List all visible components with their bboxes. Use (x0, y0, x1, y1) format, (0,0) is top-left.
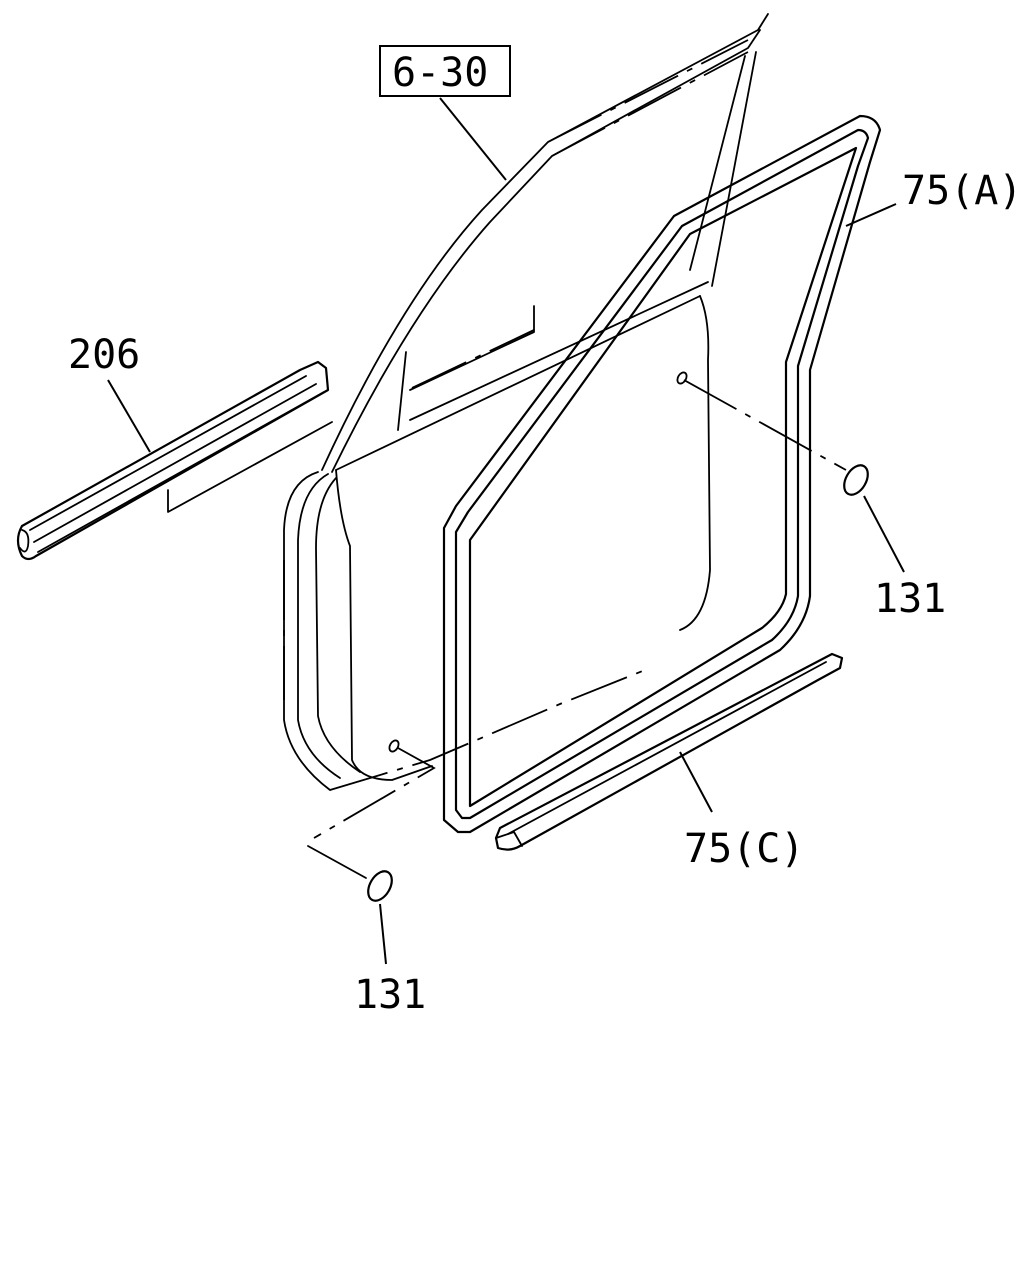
door-belt-line (409, 281, 709, 421)
door-sill-dashline (411, 329, 535, 389)
door-bottom-dashline (329, 667, 651, 791)
clip-131-right (843, 464, 869, 496)
label-75a: 75(A) (902, 168, 1022, 214)
door-inner-panel-right (679, 295, 711, 631)
weatherstrip-75c-edge (507, 661, 827, 835)
door-window-pillar (397, 351, 407, 431)
door-belt-line-2 (335, 295, 701, 471)
weatherstrip-75c-body (494, 652, 844, 851)
weatherstrip-206-groove1 (29, 375, 307, 531)
door-panel (283, 13, 769, 791)
ref-box-frame (379, 45, 511, 97)
leader-206 (107, 379, 151, 453)
label-131-right: 131 (874, 576, 946, 622)
door-front-edge-mid (297, 473, 341, 779)
door-sill-bracket (409, 305, 535, 391)
weatherstrip-75a-inner (468, 146, 858, 808)
door-window-dashline-2 (551, 51, 749, 157)
label-206: 206 (68, 332, 140, 378)
leader-75c (679, 751, 713, 813)
weatherstrip-206-body (16, 360, 330, 561)
weatherstrip-206-groove2 (33, 383, 317, 543)
leader-131-right (863, 495, 905, 573)
door-front-edge-inner (315, 477, 361, 773)
clip-131-bottom (367, 870, 393, 902)
door-window-frame-inner2 (711, 51, 757, 287)
weatherstrip-206-end-lip (19, 529, 30, 553)
label-75c: 75(C) (684, 826, 804, 872)
label-131-bottom: 131 (354, 972, 426, 1018)
leader-75a (845, 203, 897, 227)
ref-box-label: 6-30 (392, 50, 488, 96)
clip-bottom-bracket (307, 845, 367, 879)
door-window-frame-inner3 (689, 55, 746, 271)
weatherstrip-75a-mid (454, 128, 870, 820)
door-window-frame-inner (331, 29, 761, 473)
clip-bottom-alignment (313, 747, 436, 839)
weatherstrip-206-groove3 (37, 391, 325, 553)
weatherstrip-75a (442, 114, 882, 834)
clip-right-alignment (683, 379, 847, 471)
weatherstrip-206-bracket (167, 421, 333, 513)
mount-hole-bottom (388, 739, 400, 753)
door-window-dashline (547, 39, 749, 143)
door-inner-panel (335, 469, 433, 781)
leader-6-30 (439, 97, 507, 181)
door-front-edge-outer (283, 471, 331, 791)
weatherstrip-75a-outer (442, 114, 882, 834)
door-window-frame-outer (321, 13, 769, 471)
weatherstrip-75c-end (495, 831, 523, 847)
weatherstrip-75c (494, 652, 844, 851)
weatherstrip-206 (16, 360, 333, 561)
mount-hole-right (676, 371, 688, 385)
leader-131-bottom (379, 903, 387, 965)
